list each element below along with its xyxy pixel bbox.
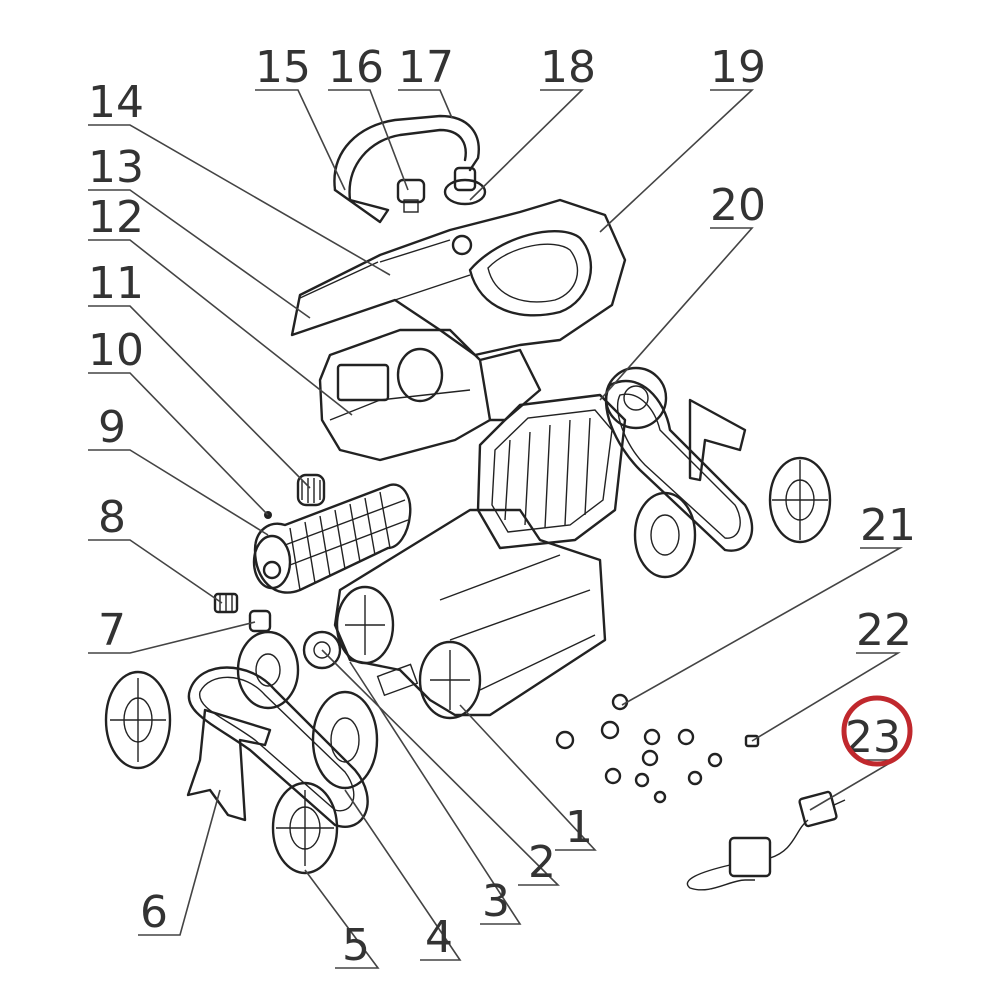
part-bushing-7 (248, 609, 272, 633)
callout-8: 8 (98, 492, 126, 543)
part-outer-wheel-left (104, 670, 172, 770)
part-front-wheel (271, 781, 339, 875)
callout-16: 16 (328, 42, 384, 93)
callout-7: 7 (98, 605, 126, 656)
part-left-wheel-inner (236, 630, 300, 710)
callout-3: 3 (482, 876, 510, 927)
callout-6: 6 (140, 887, 168, 938)
callout-2: 2 (528, 837, 556, 888)
callout-14: 14 (88, 77, 144, 128)
callout-labels: 15 16 17 18 19 14 13 12 11 10 9 8 7 20 2… (88, 42, 916, 971)
callout-10: 10 (88, 325, 144, 376)
part-drive-gear (302, 630, 342, 670)
callout-21: 21 (860, 500, 916, 551)
callout-20: 20 (710, 180, 766, 231)
highlight-circle (841, 695, 913, 767)
part-bushing-8 (213, 592, 239, 614)
part-screw-set (555, 693, 760, 804)
callout-5: 5 (342, 920, 370, 971)
callout-4: 4 (425, 912, 453, 963)
part-power-supply (686, 790, 846, 891)
callout-19: 19 (710, 42, 766, 93)
callout-17: 17 (398, 42, 454, 93)
callout-22: 22 (856, 605, 912, 656)
part-right-wheel-outer (768, 456, 832, 544)
part-chassis (333, 508, 607, 720)
callout-18: 18 (540, 42, 596, 93)
part-filter-basket (476, 393, 627, 550)
callout-12: 12 (88, 192, 144, 243)
part-left-bracket (186, 708, 272, 822)
part-top-cover (290, 198, 627, 357)
callout-9: 9 (98, 402, 126, 453)
part-swivel (443, 166, 487, 206)
part-right-bracket (688, 398, 747, 482)
callout-13: 13 (88, 142, 144, 193)
callout-1: 1 (565, 802, 593, 853)
part-right-track (604, 366, 754, 552)
part-handle (333, 114, 480, 224)
part-gear-small (296, 473, 326, 507)
part-right-wheel-inner (633, 491, 697, 579)
part-brush-roller (252, 483, 412, 594)
leader-lines (88, 89, 904, 969)
part-left-gear-wheel (311, 690, 379, 790)
callout-11: 11 (88, 258, 144, 309)
part-motor-housing (318, 328, 542, 462)
callout-15: 15 (255, 42, 311, 93)
part-top-knob (396, 178, 426, 213)
